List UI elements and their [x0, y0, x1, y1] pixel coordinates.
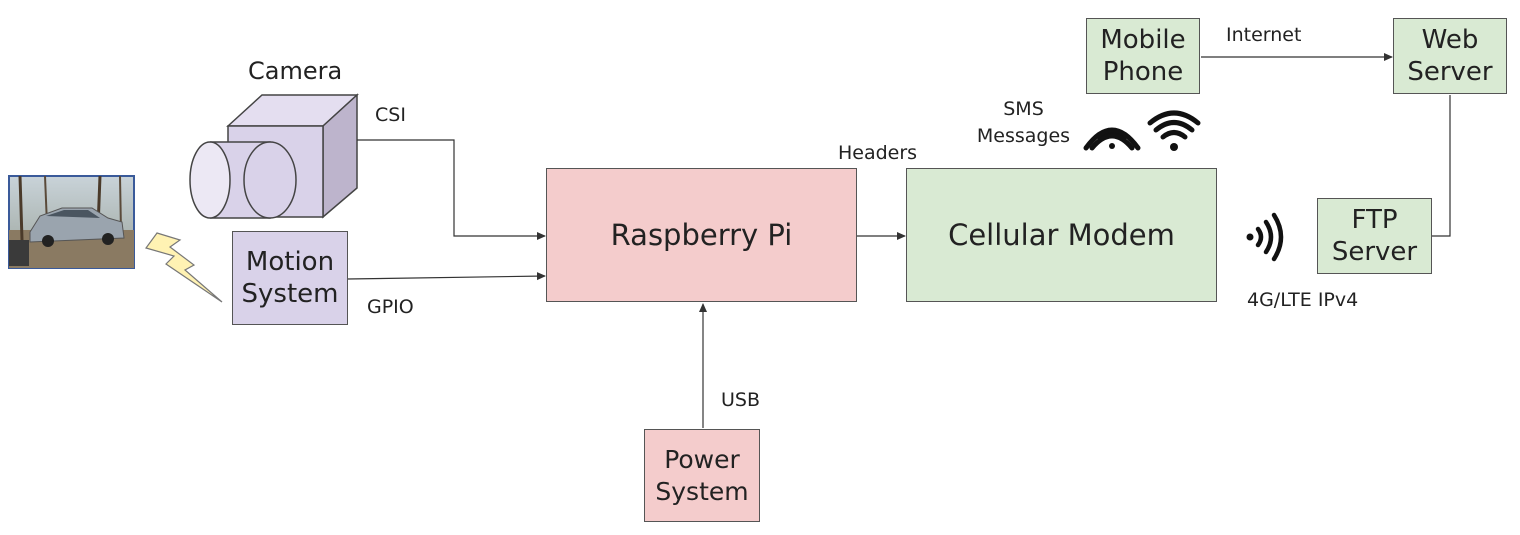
csi-label: CSI [375, 104, 406, 126]
edge-gpio [346, 272, 546, 281]
raspberry-pi-label: Raspberry Pi [610, 217, 793, 252]
mobile-phone-node[interactable]: Mobile Phone [1086, 18, 1200, 94]
edge-web-ftp [1432, 95, 1451, 237]
power-system-node[interactable]: Power System [644, 429, 760, 522]
motion-system-node[interactable]: Motion System [232, 231, 348, 325]
motion-system-label: Motion System [241, 246, 339, 310]
web-server-node[interactable]: Web Server [1393, 18, 1507, 94]
gpio-label: GPIO [367, 296, 414, 318]
camera-title: Camera [248, 57, 343, 85]
usb-label: USB [721, 389, 761, 411]
internet-label: Internet [1226, 24, 1302, 46]
signal-waves-icon [1083, 127, 1141, 151]
ftp-server-label: FTP Server [1331, 204, 1418, 268]
power-system-label: Power System [655, 445, 749, 506]
car-photo [8, 175, 135, 269]
cellular-modem-label: Cellular Modem [948, 217, 1175, 252]
wifi-icon [1147, 110, 1201, 151]
sms-messages-label: SMS Messages [976, 98, 1071, 147]
headers-label: Headers [838, 142, 918, 164]
cellular-modem-node[interactable]: Cellular Modem [906, 168, 1217, 302]
camera-icon [189, 93, 359, 219]
ftp-server-node[interactable]: FTP Server [1317, 198, 1432, 274]
lte-label: 4G/LTE IPv4 [1247, 289, 1359, 311]
web-server-label: Web Server [1407, 24, 1493, 88]
mobile-phone-label: Mobile Phone [1100, 24, 1186, 88]
signal-broadcast-icon [1246, 212, 1284, 262]
lightning-bolt-icon [145, 232, 223, 303]
edge-csi [357, 139, 546, 240]
raspberry-pi-node[interactable]: Raspberry Pi [546, 168, 857, 302]
